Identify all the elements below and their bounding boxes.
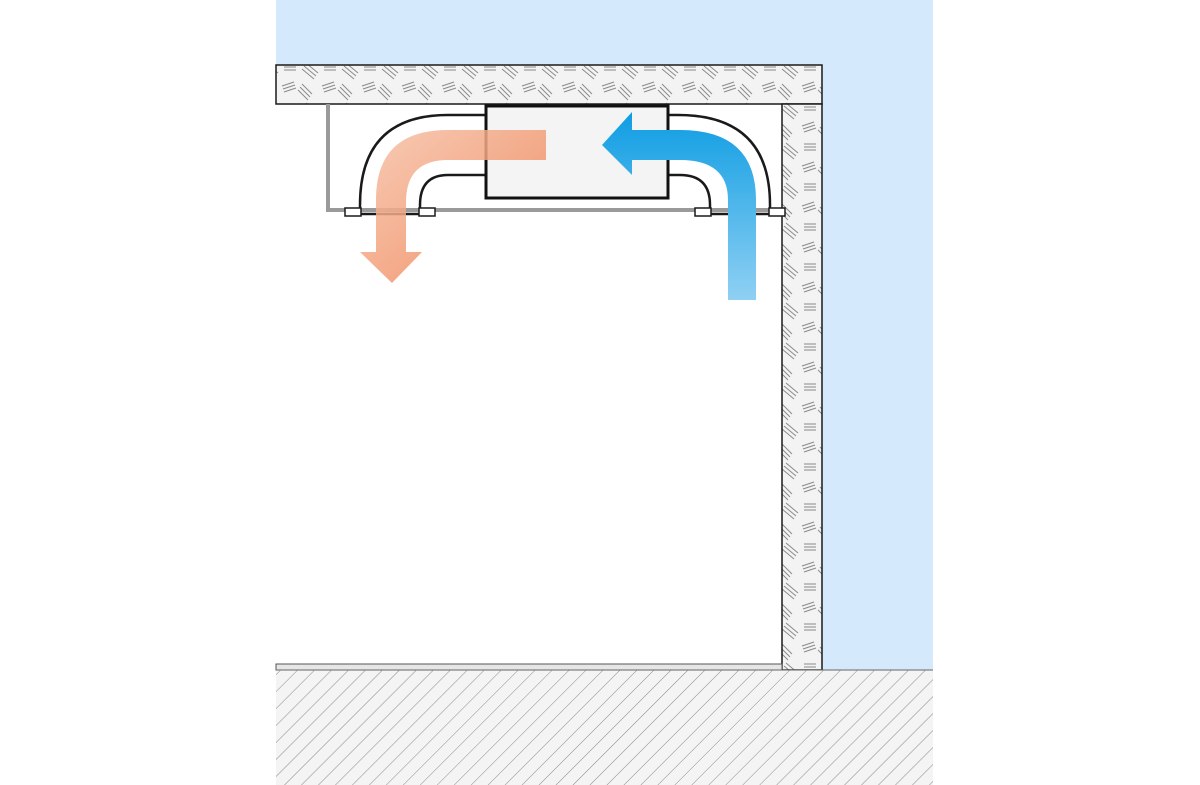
warm-air-flow — [360, 130, 546, 283]
arrow-down-icon — [360, 130, 546, 283]
exterior-wall — [781, 103, 823, 671]
floor-finish — [275, 663, 783, 671]
extract-grille — [694, 207, 786, 217]
floor-slab — [276, 670, 933, 785]
ceiling-slab — [275, 64, 823, 105]
cold-air-flow — [602, 112, 756, 300]
arrow-left-icon — [602, 112, 756, 300]
suspended-ceiling — [326, 104, 782, 212]
supply-grille — [344, 207, 436, 217]
